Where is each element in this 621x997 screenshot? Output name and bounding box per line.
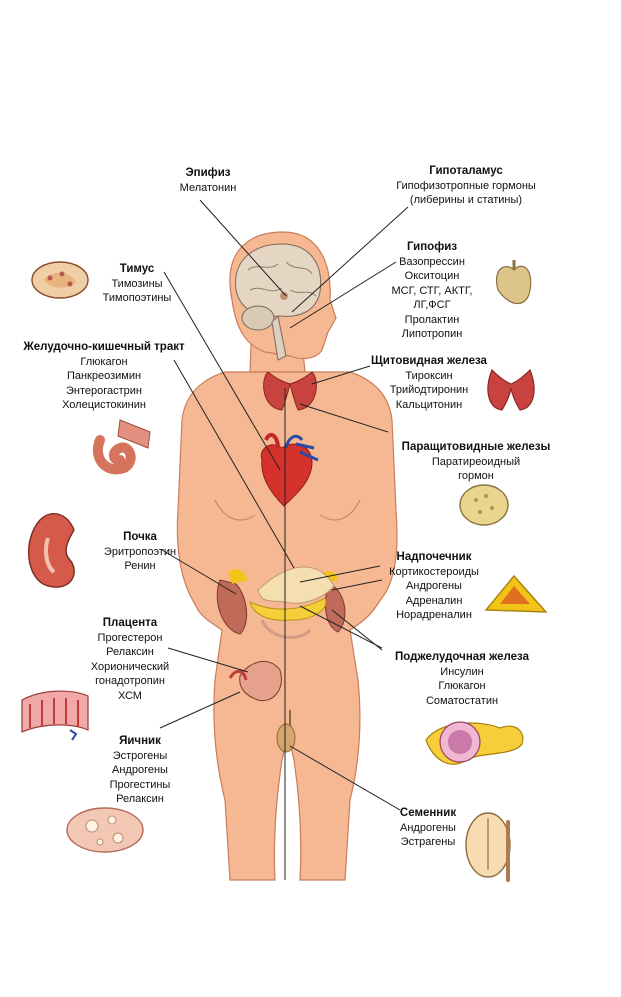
label-thyroid: Щитовидная железа Тироксин Трийодтиронин… <box>371 354 487 412</box>
label-thymus: Тимус Тимозины Тимопоэтины <box>103 262 172 306</box>
label-pancreas-title: Поджелудочная железа <box>395 651 529 663</box>
label-kidney: Почка Эритропоэтин Ренин <box>104 530 176 574</box>
label-hypothalamus-title: Гипоталамус <box>429 165 503 177</box>
label-kidney-title: Почка <box>123 531 157 543</box>
testis-side-illustration <box>465 812 511 882</box>
uterus-illustration <box>228 661 282 702</box>
label-placenta: Плацента Прогестерон Релаксин Хорионичес… <box>91 616 169 703</box>
label-pituitary-title: Гипофиз <box>406 241 458 253</box>
label-placenta-line: Хорионический <box>90 660 170 673</box>
label-adrenal-line: Кортикостероиды <box>389 565 479 578</box>
label-parathyroid: Паращитовидные железы Паратиреоидный гор… <box>402 440 551 484</box>
thyroid-side-illustration <box>487 368 535 411</box>
label-placenta-line: гонадотропин <box>95 675 165 687</box>
label-pituitary-line: Липотропин <box>401 328 463 340</box>
label-hypothalamus-line: (либерины и статины) <box>409 194 523 206</box>
label-pituitary-line: ЛГ,ФСГ <box>413 299 451 311</box>
label-testis: Семенник Андрогены Эстрагены <box>400 806 456 850</box>
pancreas-illustration <box>425 721 524 765</box>
label-pituitary-line: Окситоцин <box>404 270 460 282</box>
pituitary-illustration <box>496 260 532 305</box>
brain-illustration <box>235 243 322 361</box>
label-ovary-line: Релаксин <box>116 793 164 805</box>
thyroid-illustration <box>263 371 317 411</box>
label-ovary-line: Эстрогены <box>112 749 168 762</box>
label-hypothalamus-line: Гипофизотропные гормоны <box>396 179 536 192</box>
label-ovary-line: Андрогены <box>112 764 168 776</box>
label-epiphysis-title: Эпифиз <box>185 167 231 179</box>
adrenal-illustration <box>484 574 548 613</box>
label-thyroid-title: Щитовидная железа <box>371 355 487 367</box>
label-adrenal: Надпочечник Кортикостероиды Андрогены Ад… <box>389 550 479 623</box>
label-pancreas-line: Соматостатин <box>425 694 499 707</box>
label-pancreas-line: Глюкагон <box>438 680 486 692</box>
label-thyroid-line: Трийодтиронин <box>389 384 469 396</box>
testis-body-illustration <box>276 710 296 753</box>
label-gi-tract-line: Панкреозимин <box>66 370 142 382</box>
abdominal-organs <box>216 566 346 639</box>
label-placenta-line: ХСМ <box>118 689 142 702</box>
label-thyroid-line: Тироксин <box>405 369 453 382</box>
label-epiphysis: Эпифиз Мелатонин <box>180 166 237 195</box>
label-gi-tract-title: Желудочно-кишечный тракт <box>23 341 185 353</box>
label-gi-tract-line: Холецистокинин <box>62 399 146 411</box>
label-adrenal-line: Норадреналин <box>396 609 472 621</box>
label-placenta-line: Релаксин <box>106 646 154 658</box>
label-kidney-line: Ренин <box>124 560 156 572</box>
kidney-illustration <box>28 512 75 588</box>
label-pituitary: Гипофиз Вазопрессин Окситоцин МСГ, СТГ, … <box>392 240 473 342</box>
label-adrenal-line: Адреналин <box>405 594 463 607</box>
label-placenta-line: Прогестерон <box>97 631 163 644</box>
label-ovary-line: Прогестины <box>109 778 171 791</box>
label-pancreas-line: Инсулин <box>440 665 484 678</box>
label-testis-title: Семенник <box>399 807 457 819</box>
label-pituitary-line: Вазопрессин <box>399 255 465 268</box>
label-gi-tract: Желудочно-кишечный тракт Глюкагон Панкре… <box>23 340 184 413</box>
label-ovary-title: Яичник <box>119 735 161 747</box>
label-thyroid-line: Кальцитонин <box>395 398 463 411</box>
label-parathyroid-line: гормон <box>458 470 494 482</box>
thymus-illustration <box>31 261 89 299</box>
label-thymus-title: Тимус <box>119 263 155 275</box>
label-adrenal-line: Андрогены <box>406 580 462 592</box>
label-placenta-title: Плацента <box>102 617 158 629</box>
label-kidney-line: Эритропоэтин <box>103 545 177 558</box>
label-thymus-line: Тимопоэтины <box>102 292 172 304</box>
label-pituitary-line: МСГ, СТГ, АКТГ, <box>391 284 473 297</box>
label-parathyroid-line: Паратиреоидный <box>431 455 521 468</box>
label-pituitary-line: Пролактин <box>404 313 460 326</box>
label-testis-line: Андрогены <box>400 821 456 834</box>
ovary-illustration <box>66 807 144 853</box>
parathyroid-illustration <box>459 484 509 526</box>
gi-tract-illustration <box>93 419 151 475</box>
label-adrenal-title: Надпочечник <box>396 551 472 563</box>
label-testis-line: Эстрагены <box>400 836 456 848</box>
label-thymus-line: Тимозины <box>111 277 163 290</box>
leader-lines <box>159 199 409 811</box>
label-gi-tract-line: Глюкагон <box>80 355 128 368</box>
label-parathyroid-title: Паращитовидные железы <box>401 441 551 453</box>
placenta-illustration <box>21 690 89 741</box>
label-pancreas: Поджелудочная железа Инсулин Глюкагон Со… <box>395 650 529 708</box>
label-hypothalamus: Гипоталамус Гипофизотропные гормоны (либ… <box>396 164 536 208</box>
label-gi-tract-line: Энтерогастрин <box>65 384 142 397</box>
label-epiphysis-line: Мелатонин <box>179 181 237 194</box>
label-ovary: Яичник Эстрогены Андрогены Прогестины Ре… <box>110 734 171 807</box>
